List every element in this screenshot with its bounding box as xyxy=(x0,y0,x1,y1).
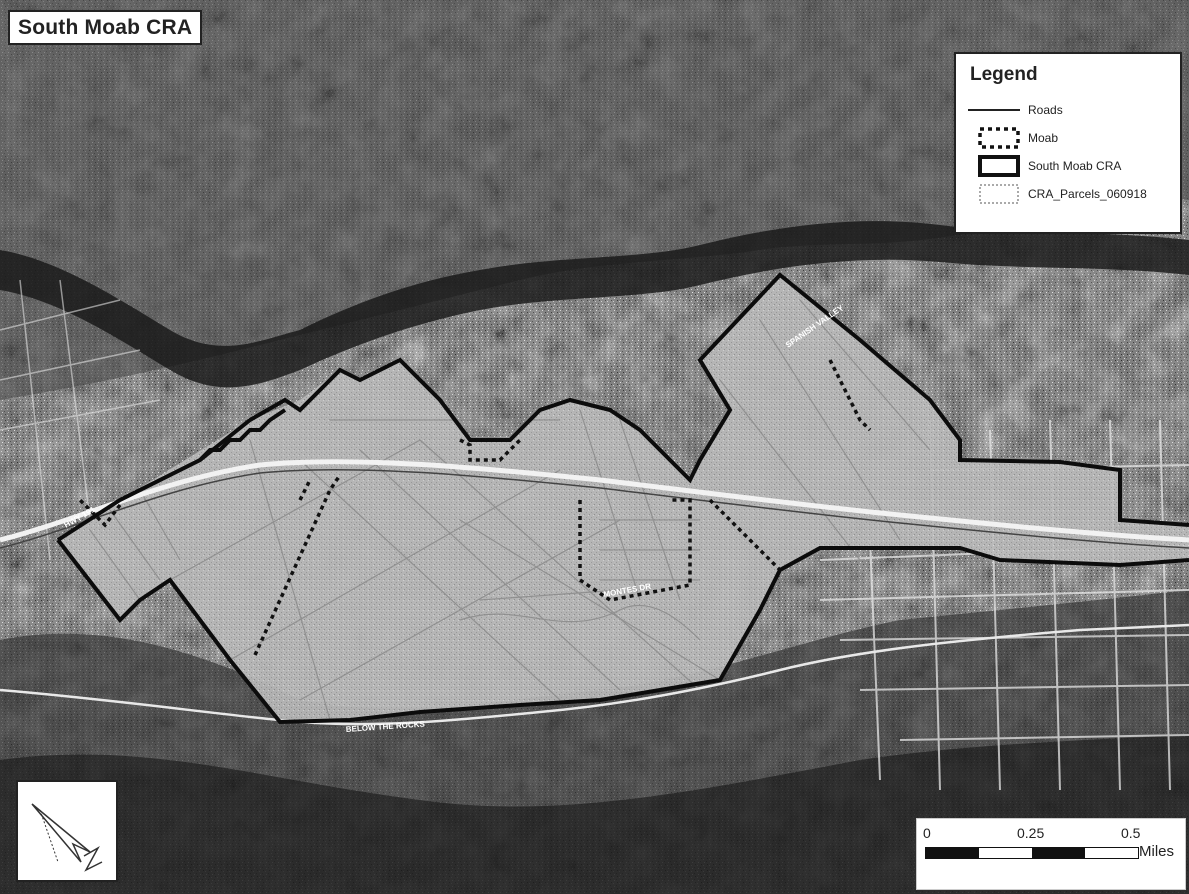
north-arrow-icon xyxy=(31,803,103,872)
legend-panel: Legend Roads Moab South Moab CRA CRA_Par… xyxy=(954,52,1182,234)
parcel-outline-icon xyxy=(966,182,1022,206)
legend-label-cra-parcels: CRA_Parcels_060918 xyxy=(1028,187,1147,201)
moab-dotted-boundary-icon xyxy=(966,126,1022,150)
legend-label-moab: Moab xyxy=(1028,131,1059,145)
legend-label-roads: Roads xyxy=(1028,103,1063,117)
below-the-rocks-road xyxy=(0,623,1189,726)
town-grid-west xyxy=(0,279,161,561)
cra-parcel-lines xyxy=(89,299,931,721)
northern-mesa xyxy=(0,0,1189,400)
legend-item-moab: Moab xyxy=(966,124,1170,152)
roads-line-icon xyxy=(966,98,1022,122)
scale-tick-0: 0 xyxy=(923,825,931,841)
scale-bar-graphic xyxy=(925,847,1139,859)
scale-tick-mid: 0.25 xyxy=(1017,825,1045,841)
scale-tick-end: 0.5 xyxy=(1121,825,1141,841)
legend-item-south-moab-cra: South Moab CRA xyxy=(966,152,1170,180)
map-title: South Moab CRA xyxy=(8,10,203,45)
legend-title: Legend xyxy=(970,64,1038,85)
north-arrow-box xyxy=(16,780,118,882)
river-corridor xyxy=(0,221,1189,388)
highway-191-edge xyxy=(0,468,1189,549)
cra-outline-icon xyxy=(966,154,1022,178)
scale-labels: 0 0.25 0.5 xyxy=(917,825,1187,845)
moab-boundary xyxy=(78,359,872,656)
legend-label-south-moab-cra: South Moab CRA xyxy=(1028,159,1122,173)
legend-item-roads: Roads xyxy=(966,96,1170,124)
scale-bar: 0 0.25 0.5 Miles xyxy=(916,818,1186,890)
legend-item-cra-parcels: CRA_Parcels_060918 xyxy=(966,180,1170,208)
southern-ridge-shadow xyxy=(0,735,1189,894)
south-moab-cra-boundary xyxy=(56,272,1189,725)
highway-191 xyxy=(0,459,1189,543)
cra-stepped-boundary xyxy=(198,408,287,462)
scale-unit: Miles xyxy=(1139,843,1175,860)
south-moab-cra-area xyxy=(58,275,1189,722)
